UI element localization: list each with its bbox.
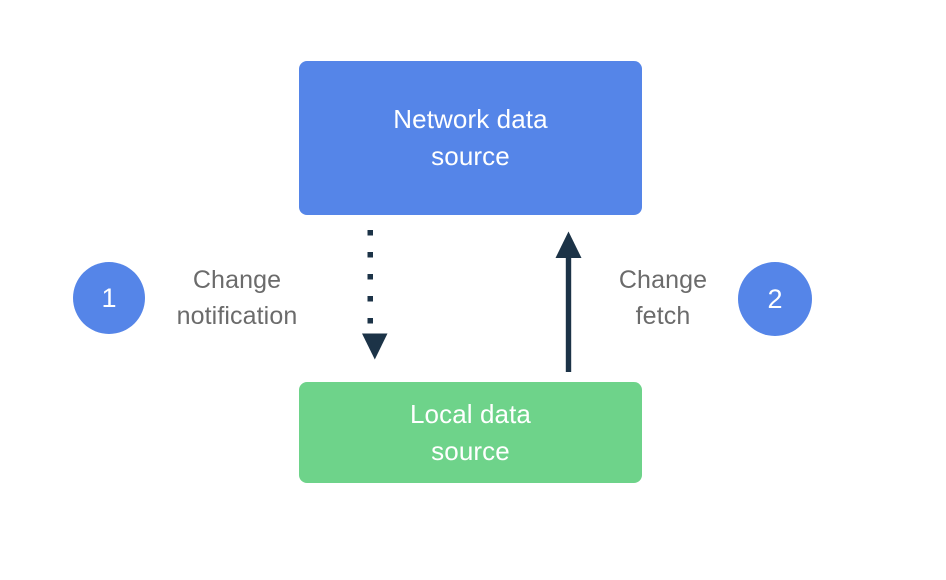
arrowhead-up-icon	[555, 231, 582, 258]
node-network-data-source[interactable]: Network data source	[299, 61, 642, 215]
node-network-data-source-label: Network data source	[393, 104, 548, 171]
step-badge-1[interactable]: 1	[73, 262, 145, 334]
step-badge-2[interactable]: 2	[738, 262, 812, 336]
arrow-change-fetch-solid	[555, 231, 582, 372]
step-badge-2-label: 2	[767, 283, 783, 314]
node-local-data-source-label: Local data source	[410, 398, 531, 466]
arrowhead-down-icon	[362, 333, 388, 360]
arrow-change-notification-dotted	[362, 230, 388, 360]
edge-label-change-notification: Change notification	[176, 266, 298, 330]
edge-label-change-fetch: Change fetch	[618, 266, 708, 330]
step-badge-1-label: 1	[101, 282, 117, 313]
node-local-data-source[interactable]: Local data source	[299, 382, 642, 483]
